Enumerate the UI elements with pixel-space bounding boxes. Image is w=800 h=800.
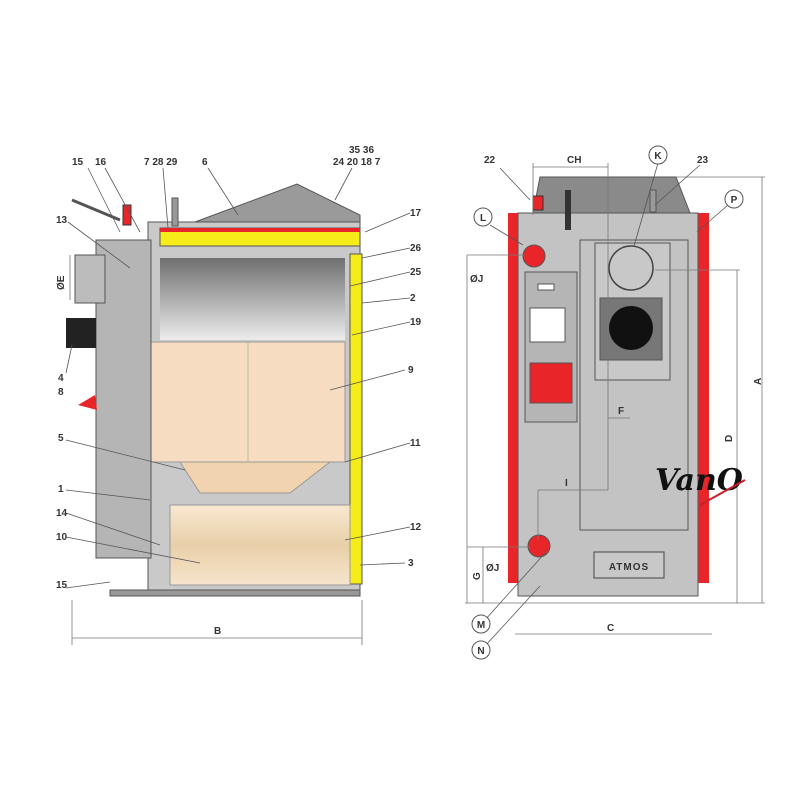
flue-outlet: [74, 254, 106, 304]
rear-red-side-left: [508, 213, 518, 583]
label-26: 26: [410, 243, 422, 254]
label-16: 16: [95, 157, 107, 168]
label-25: 25: [410, 267, 422, 278]
side-section-view: [66, 183, 363, 597]
label-22: 22: [484, 155, 496, 166]
dimension-oj-bottom: ØJ: [486, 563, 499, 574]
label-10: 10: [56, 532, 68, 543]
side-view-leaders: [65, 167, 411, 645]
label-l: L: [480, 213, 486, 224]
label-15: 15: [72, 157, 84, 168]
atmos-plate: [593, 551, 665, 579]
label-2: 2: [410, 293, 416, 304]
side-view-labels: 15 16 7 28 29 6 35 36 24 20 18 7 17 26 2…: [56, 145, 422, 637]
top-cover: [194, 183, 361, 223]
dimension-b: B: [214, 626, 221, 637]
label-35-36: 35 36: [349, 145, 374, 156]
label-19: 19: [410, 317, 422, 328]
atmos-brand: ATMOS: [609, 562, 649, 573]
label-12: 12: [410, 522, 422, 533]
label-9: 9: [408, 365, 414, 376]
upper-drum: [160, 258, 345, 340]
label-23: 23: [697, 155, 709, 166]
nozzle-block: [179, 461, 332, 494]
dimension-oj-top: ØJ: [470, 274, 483, 285]
dimension-i: I: [565, 478, 568, 489]
label-m: M: [477, 620, 485, 631]
rear-insulation: [349, 253, 363, 585]
dimension-ch: CH: [567, 155, 581, 166]
label-13: 13: [56, 215, 68, 226]
flue-opening-k: [608, 245, 654, 291]
label-7-28-29: 7 28 29: [144, 157, 178, 168]
control-red-box: [529, 362, 573, 404]
dimension-g: G: [472, 572, 483, 580]
watermark: VanO: [655, 463, 746, 506]
water-inlet-bottom: [527, 534, 551, 558]
label-17: 17: [410, 208, 422, 219]
label-oe: ØE: [56, 275, 67, 290]
dimension-f: F: [618, 406, 624, 417]
label-6: 6: [202, 157, 208, 168]
label-k: K: [654, 151, 662, 162]
rear-view-dimensions: [465, 162, 765, 647]
label-24-20-18-7: 24 20 18 7: [333, 157, 381, 168]
label-5: 5: [58, 433, 64, 444]
label-8: 8: [58, 387, 64, 398]
label-1: 1: [58, 484, 64, 495]
dimension-c: C: [607, 623, 614, 634]
ash-chamber: [169, 504, 351, 586]
label-p: P: [731, 195, 738, 206]
dimension-a: A: [753, 378, 764, 385]
lever-8: [78, 395, 97, 410]
label-15-bottom: 15: [56, 580, 68, 591]
fan-opening: [609, 306, 653, 350]
rear-view-labels: 22 CH K 23 P L ØJ A D F I G ØJ M N C: [470, 145, 764, 660]
dimension-d: D: [724, 435, 735, 442]
label-4: 4: [58, 373, 64, 384]
label-11: 11: [410, 438, 421, 449]
label-3: 3: [408, 558, 414, 569]
fan: [66, 318, 96, 348]
label-n: N: [477, 646, 484, 657]
rear-red-side-right: [697, 213, 709, 583]
label-14: 14: [56, 508, 68, 519]
svg-text:VanO: VanO: [655, 463, 743, 498]
water-outlet-top: [522, 244, 546, 268]
